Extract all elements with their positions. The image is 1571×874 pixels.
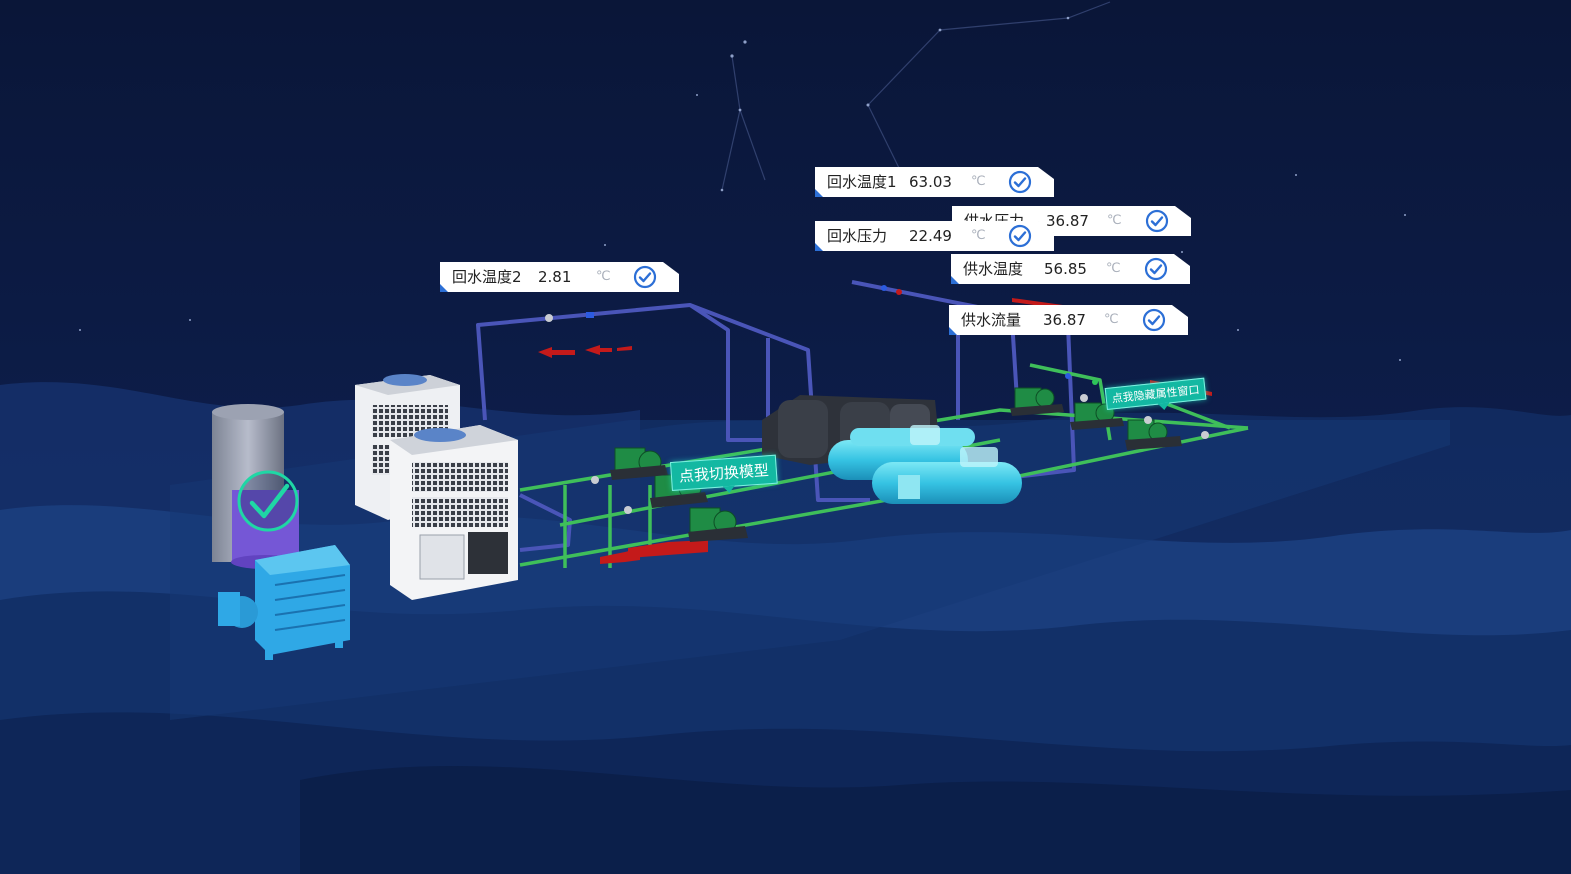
- sensor-label: 回水压力: [827, 227, 888, 245]
- constellation: [721, 1, 1111, 191]
- sensor-unit: ℃: [971, 174, 986, 189]
- sensor-unit: ℃: [1106, 261, 1121, 276]
- sensor-label: 回水温度2: [452, 268, 522, 286]
- sensor-unit: ℃: [971, 228, 986, 243]
- sensor-value: 36.87: [1046, 212, 1089, 230]
- sensor-label: 供水温度: [963, 260, 1024, 278]
- sensor-card-supply-temp[interactable]: 供水温度 56.85 ℃: [951, 254, 1190, 284]
- heat-exchangers: [828, 425, 1022, 504]
- chiller-unit-front: [390, 425, 518, 600]
- pump-bases: [610, 404, 1182, 542]
- sensor-card-supply-flow[interactable]: 供水流量 36.87 ℃: [949, 305, 1188, 335]
- sensor-label: 回水温度1: [827, 173, 897, 191]
- sensor-unit: ℃: [596, 269, 611, 284]
- check-circle-icon[interactable]: [1142, 308, 1166, 332]
- sensor-value: 22.49: [909, 227, 952, 245]
- sensor-card-return-temp-1[interactable]: 回水温度1 63.03 ℃: [815, 167, 1054, 197]
- sensor-card-return-pressure[interactable]: 回水压力 22.49 ℃: [815, 221, 1054, 251]
- check-circle-icon[interactable]: [1145, 209, 1169, 233]
- sensor-value: 36.87: [1043, 311, 1086, 329]
- sensor-value: 56.85: [1044, 260, 1087, 278]
- status-ok-icon: [237, 470, 299, 532]
- sensor-label: 供水流量: [961, 311, 1022, 329]
- sensor-unit: ℃: [1104, 312, 1119, 327]
- sensor-unit: ℃: [1107, 213, 1122, 228]
- sensor-card-return-temp-2[interactable]: 回水温度2 2.81 ℃: [440, 262, 679, 292]
- sensor-value: 2.81: [538, 268, 572, 286]
- water-tank: [212, 404, 299, 569]
- check-circle-icon[interactable]: [1144, 257, 1168, 281]
- check-circle-icon[interactable]: [1008, 224, 1032, 248]
- check-circle-icon[interactable]: [1008, 170, 1032, 194]
- blue-pump-unit: [218, 545, 350, 660]
- sensor-value: 63.03: [909, 173, 952, 191]
- valves: [545, 285, 1209, 514]
- return-pipes: [476, 280, 1076, 552]
- check-circle-icon[interactable]: [633, 265, 657, 289]
